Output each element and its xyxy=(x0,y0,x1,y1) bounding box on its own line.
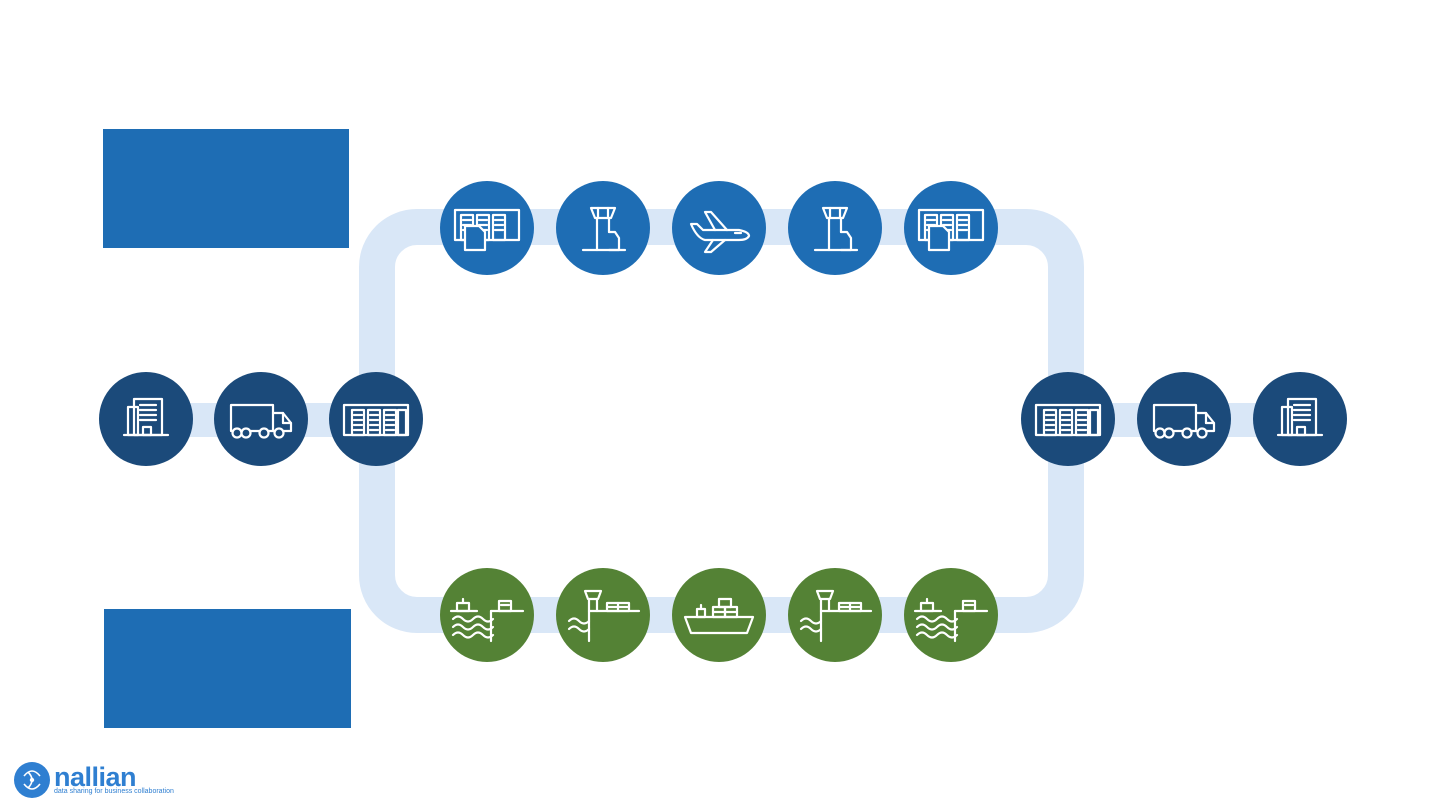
node-airport-warehouse-icon[interactable] xyxy=(904,181,998,275)
control-tower-icon xyxy=(813,206,859,252)
port-dock-icon xyxy=(913,597,989,643)
logo-tagline: data sharing for business collaboration xyxy=(54,788,174,795)
cargo-ship-icon xyxy=(683,597,755,635)
airport-warehouse-icon xyxy=(917,208,985,252)
node-airport-warehouse-icon[interactable] xyxy=(440,181,534,275)
office-building-icon xyxy=(122,397,170,437)
node-truck-icon[interactable] xyxy=(214,372,308,466)
node-truck-icon[interactable] xyxy=(1137,372,1231,466)
route-track xyxy=(146,209,1300,633)
node-circle xyxy=(440,181,534,275)
node-port-terminal-icon[interactable] xyxy=(556,568,650,662)
warehouse-icon xyxy=(1034,403,1102,437)
node-port-dock-icon[interactable] xyxy=(904,568,998,662)
office-building-icon xyxy=(1276,397,1324,437)
logo-wordmark: nallian xyxy=(54,762,137,792)
node-control-tower-icon[interactable] xyxy=(556,181,650,275)
route-loop-track xyxy=(359,209,1084,633)
airport-warehouse-icon xyxy=(453,208,521,252)
node-warehouse-icon[interactable] xyxy=(1021,372,1115,466)
node-circle xyxy=(440,568,534,662)
node-circle xyxy=(788,568,882,662)
route-nodes xyxy=(99,181,1347,662)
port-dock-icon xyxy=(449,597,525,643)
port-terminal-icon xyxy=(567,589,641,643)
node-warehouse-icon[interactable] xyxy=(329,372,423,466)
node-port-dock-icon[interactable] xyxy=(440,568,534,662)
node-office-building-icon[interactable] xyxy=(99,372,193,466)
node-cargo-ship-icon[interactable] xyxy=(672,568,766,662)
node-circle xyxy=(788,181,882,275)
node-control-tower-icon[interactable] xyxy=(788,181,882,275)
node-office-building-icon[interactable] xyxy=(1253,372,1347,466)
warehouse-icon xyxy=(342,403,410,437)
port-terminal-icon xyxy=(799,589,873,643)
control-tower-icon xyxy=(581,206,627,252)
node-circle xyxy=(556,181,650,275)
node-circle xyxy=(1137,372,1231,466)
node-airplane-icon[interactable] xyxy=(672,181,766,275)
node-circle xyxy=(672,568,766,662)
node-circle xyxy=(214,372,308,466)
truck-icon xyxy=(229,403,293,439)
node-circle xyxy=(672,181,766,275)
node-circle xyxy=(556,568,650,662)
node-circle xyxy=(904,181,998,275)
airplane-icon xyxy=(689,210,751,254)
node-circle xyxy=(904,568,998,662)
node-port-terminal-icon[interactable] xyxy=(788,568,882,662)
bottom-text-box xyxy=(104,609,351,728)
top-text-box xyxy=(103,129,349,248)
logo-swirl-icon xyxy=(23,770,41,790)
truck-icon xyxy=(1152,403,1216,439)
